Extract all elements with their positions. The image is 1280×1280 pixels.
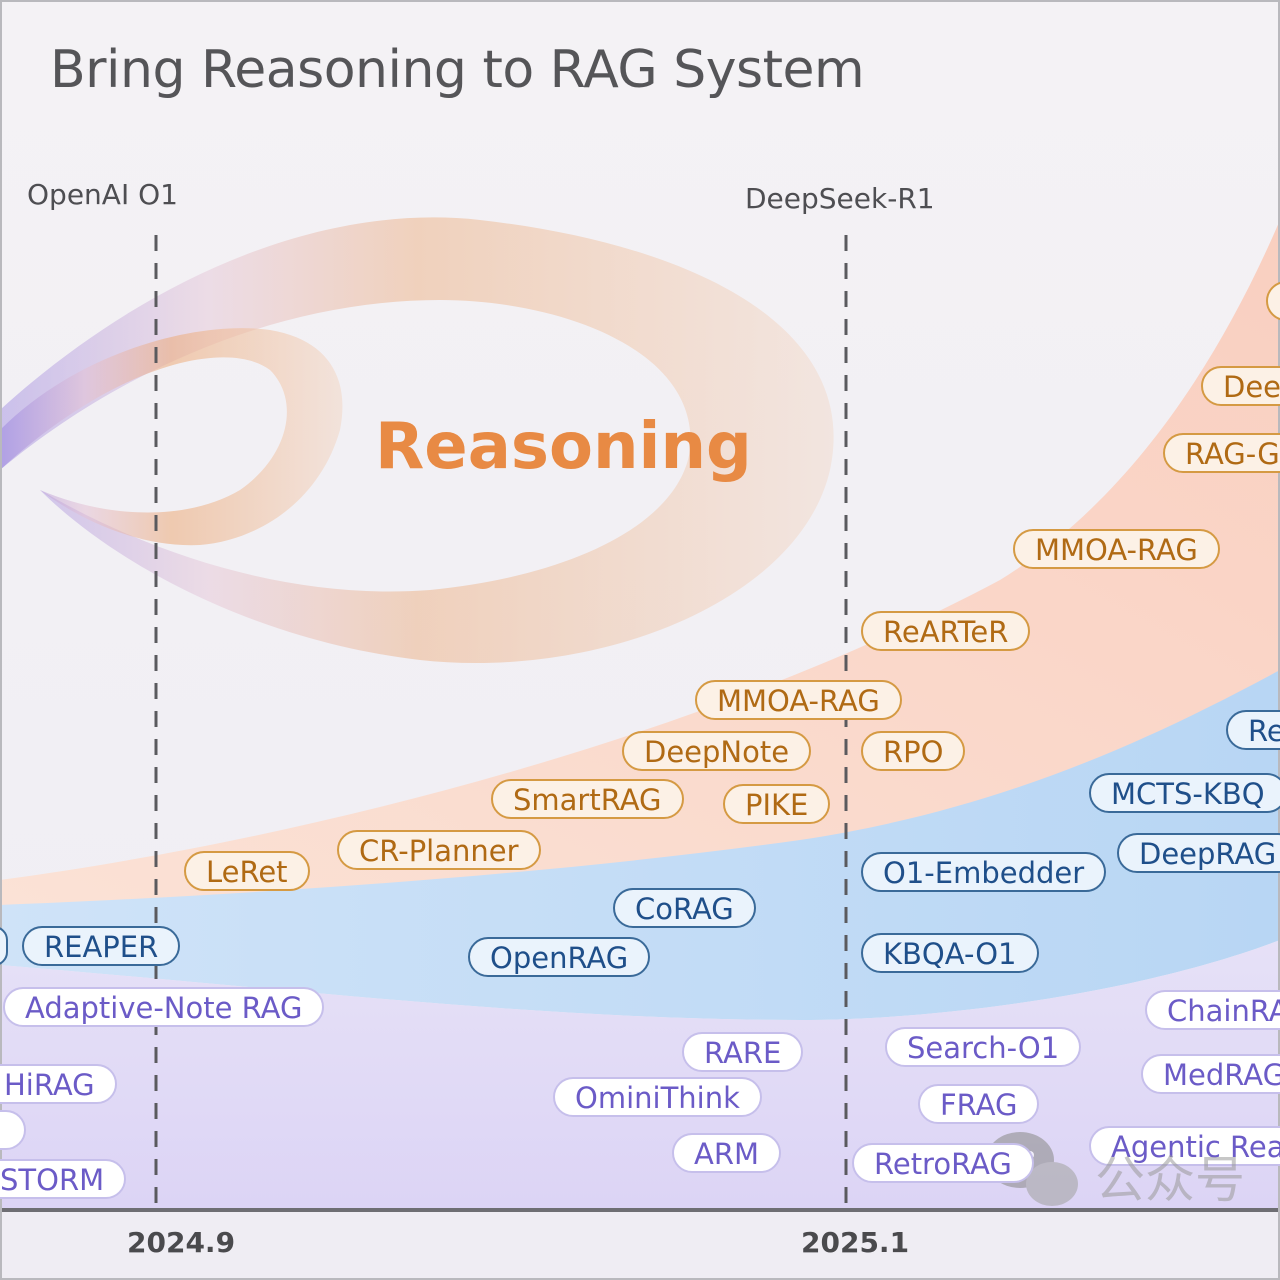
method-pill-o1-embedder: O1-Embedder: [861, 852, 1107, 892]
method-pill-chainra: ChainRA: [1145, 990, 1280, 1030]
method-pill-mmoa-rag-2: MMOA-RAG: [1013, 529, 1220, 569]
method-pill-arm: ARM: [672, 1133, 782, 1173]
method-pill-agentic-rea: Agentic Rea: [1089, 1126, 1280, 1166]
milestone-openai-label: OpenAI O1: [27, 178, 178, 211]
method-pill-kbqa-o1: KBQA-O1: [861, 933, 1039, 973]
method-pill-ominithink: OminiThink: [553, 1077, 762, 1117]
method-pill-retrorag: RetroRAG: [852, 1143, 1034, 1183]
milestone-deepseek-label: DeepSeek-R1: [745, 182, 935, 215]
method-pill-search-o1: Search-O1: [885, 1027, 1082, 1067]
method-pill-mcts-kbq: MCTS-KBQ: [1089, 773, 1280, 813]
method-pill-dee: Dee: [1201, 366, 1280, 406]
method-pill-smartrag: SmartRAG: [491, 779, 684, 819]
method-pill-rare: RARE: [682, 1032, 804, 1072]
method-pill-pike: PIKE: [723, 784, 831, 824]
axis-date-2024-9: 2024.9: [127, 1226, 236, 1259]
watermark-text: 公众号: [1095, 1151, 1245, 1209]
method-pill-deeprag: DeepRAG: [1117, 833, 1280, 873]
method-pill-deepnote: DeepNote: [622, 731, 812, 771]
method-pill-hirag: HiRAG: [0, 1064, 117, 1104]
method-pill-adaptive-note-rag: Adaptive-Note RAG: [3, 987, 325, 1027]
method-pill-rpo: RPO: [861, 731, 966, 771]
method-pill-corag: CoRAG: [613, 888, 756, 928]
method-pill-leret: LeRet: [184, 851, 310, 891]
method-pill-frag: FRAG: [918, 1084, 1040, 1124]
method-pill-rearter: ReARTeR: [861, 611, 1031, 651]
diagram-title: Bring Reasoning to RAG System: [50, 40, 865, 100]
reasoning-label: Reasoning: [375, 410, 752, 484]
method-pill-medrag: MedRAG: [1141, 1054, 1280, 1094]
axis-date-2025-1: 2025.1: [801, 1226, 910, 1259]
method-pill-mmoa-rag: MMOA-RAG: [695, 680, 902, 720]
method-pill-storm: STORM: [0, 1159, 127, 1199]
method-pill-re: Re: [1226, 710, 1280, 750]
method-pill-reaper: REAPER: [22, 926, 181, 966]
method-pill-openrag: OpenRAG: [468, 937, 651, 977]
method-pill-rag-g: RAG-G: [1163, 433, 1280, 473]
method-pill-cr-planner: CR-Planner: [337, 830, 541, 870]
